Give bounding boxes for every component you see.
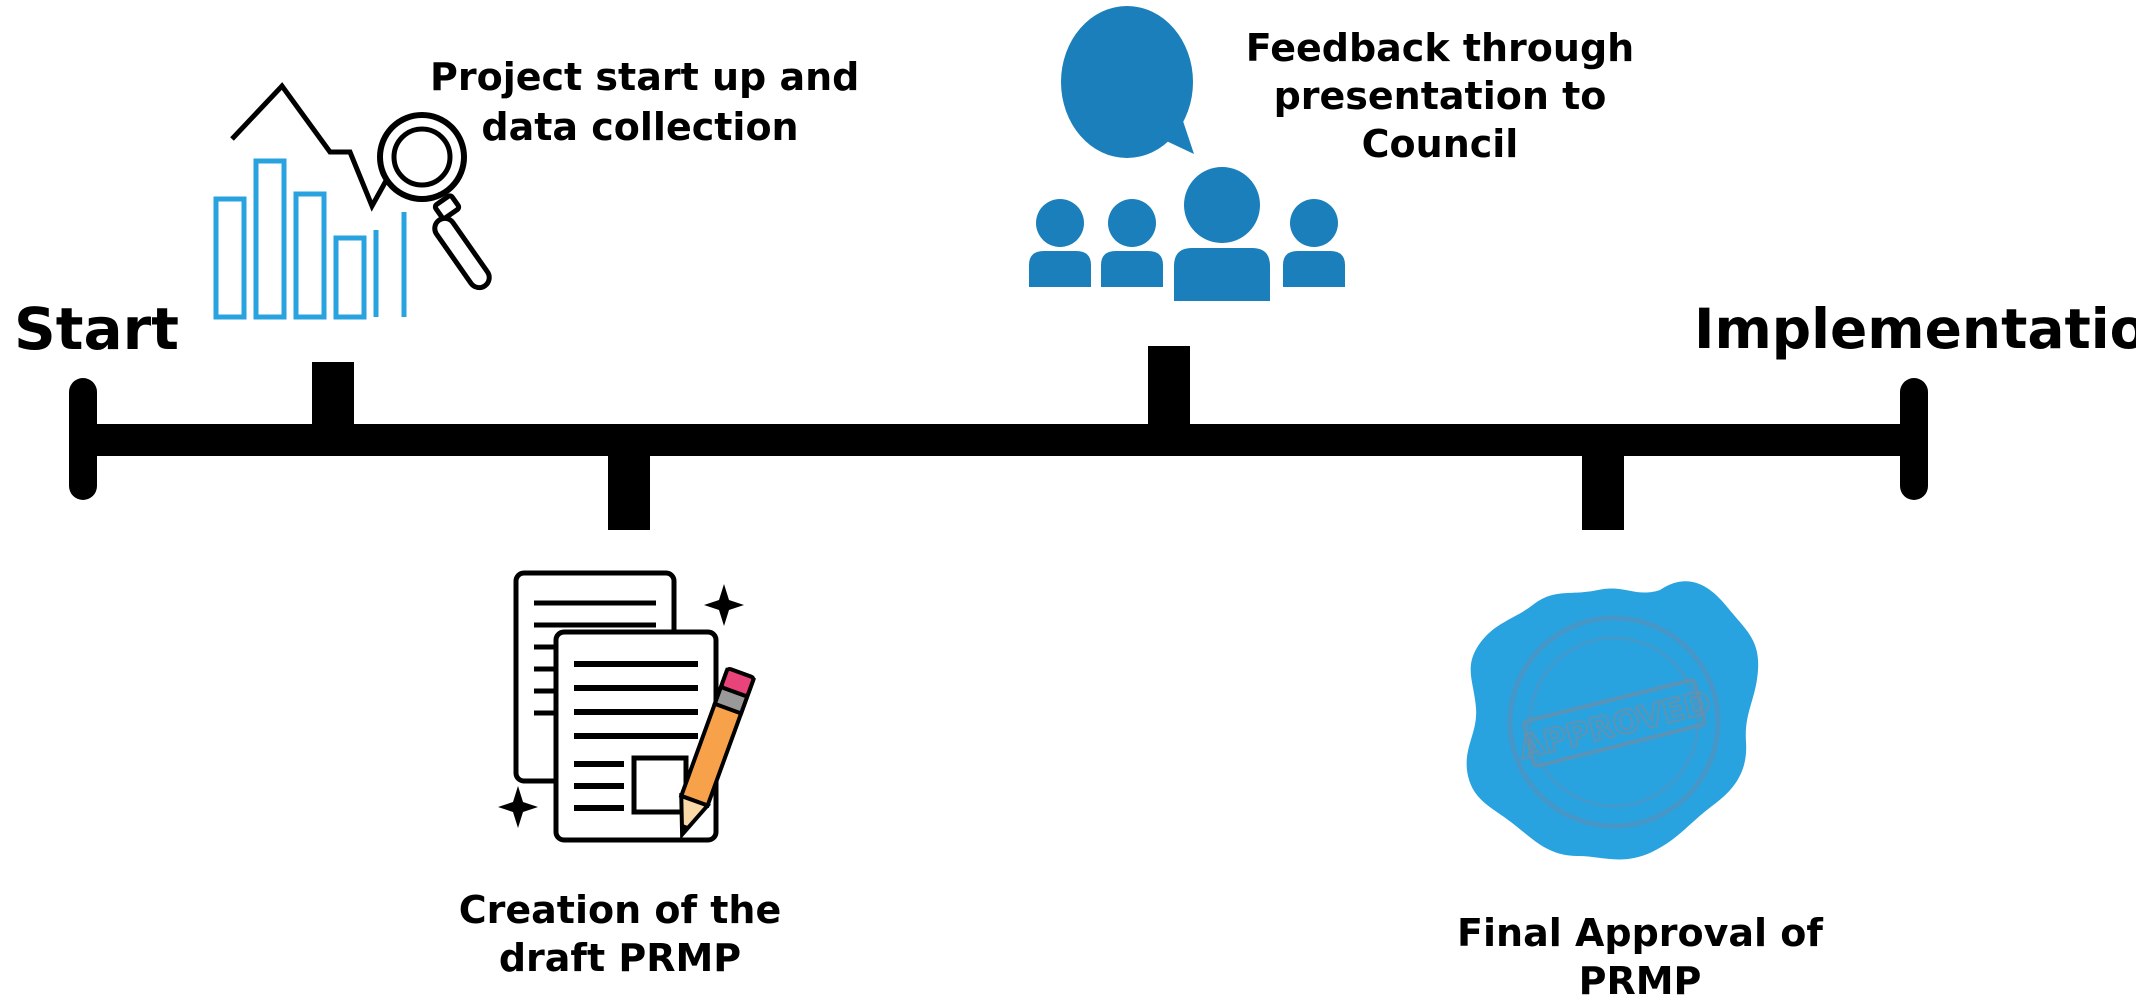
milestone-tick-1	[312, 362, 354, 426]
milestone-1-line-1: Project start up and	[430, 55, 860, 99]
timeline-bar	[84, 424, 1914, 456]
milestone-1-label: Project start up and data collection	[430, 52, 860, 152]
milestone-3-line-2: presentation to	[1273, 73, 1607, 118]
timeline-start-cap	[69, 378, 97, 500]
milestone-tick-3	[1148, 346, 1190, 426]
approved-seal-icon: APPROVED	[1466, 581, 1759, 860]
documents-pencil-icon	[498, 570, 756, 843]
milestone-4-line-1: Final Approval of	[1457, 911, 1823, 955]
milestone-1-line-2: data collection	[481, 105, 799, 150]
timeline-axis	[69, 346, 1928, 530]
milestone-4-line-2: PRMP	[1578, 958, 1702, 1003]
sparkle-icon	[498, 786, 538, 828]
milestone-tick-4	[1582, 454, 1624, 530]
timeline-start-label: Start	[14, 295, 179, 363]
milestone-3-label: Feedback through presentation to Council	[1240, 25, 1640, 169]
milestone-3-line-3: Council	[1361, 121, 1519, 166]
timeline-end-cap	[1900, 378, 1928, 500]
milestone-4-label: Final Approval of PRMP	[1420, 910, 1860, 1006]
milestone-2-line-2: draft PRMP	[498, 935, 742, 980]
milestone-tick-2	[608, 454, 650, 530]
milestone-2-line-1: Creation of the	[458, 888, 782, 932]
milestone-2-label: Creation of the draft PRMP	[420, 887, 820, 983]
milestone-3-line-1: Feedback through	[1245, 26, 1635, 70]
audience-speech-bubble-icon	[1029, 6, 1345, 301]
sparkle-icon	[704, 584, 744, 626]
chart-magnifier-icon	[213, 82, 492, 320]
timeline-end-label: Implementation	[1694, 297, 2136, 361]
